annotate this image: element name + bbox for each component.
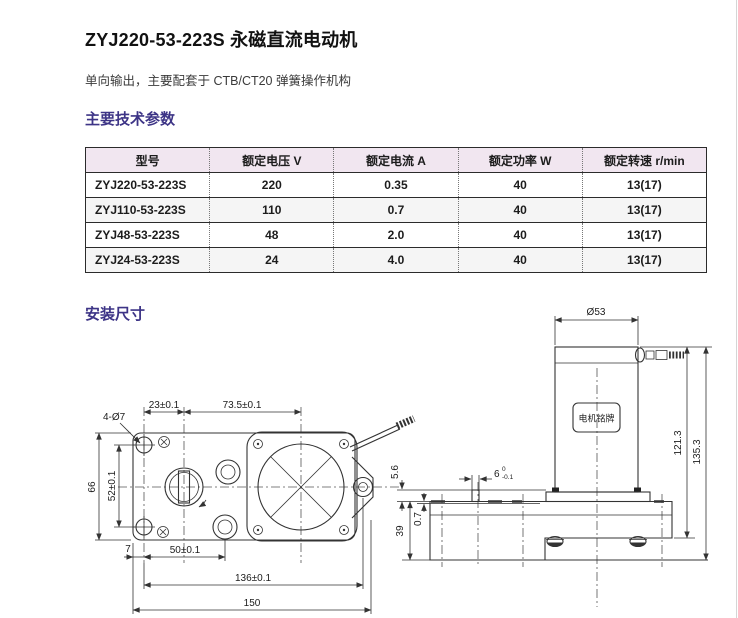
dim-label-d53: Ø53 bbox=[587, 307, 606, 318]
table-cell: 13(17) bbox=[581, 247, 707, 273]
header-cell-power: 额定功率 W bbox=[457, 147, 583, 173]
dim-label-6-tol-lower: -0.1 bbox=[502, 474, 514, 481]
header-cell-model: 型号 bbox=[85, 147, 210, 173]
installation-drawing: 23±0.1 73.5±0.1 4-Ø7 66 52±0.1 7 50±0.1 … bbox=[87, 307, 712, 614]
table-cell: 13(17) bbox=[581, 172, 707, 198]
table-cell: 4.0 bbox=[333, 247, 459, 273]
dim-label-52: 52±0.1 bbox=[107, 470, 118, 501]
dim-label-50: 50±0.1 bbox=[170, 545, 201, 556]
dim-label-0-7: 0.7 bbox=[413, 512, 424, 526]
table-cell: 0.7 bbox=[333, 197, 459, 223]
dim-label-150: 150 bbox=[244, 598, 261, 609]
table-cell: 40 bbox=[457, 247, 583, 273]
page-subtitle: 单向输出，主要配套于 CTB/CT20 弹簧操作机构 bbox=[85, 74, 351, 88]
mounting-stud bbox=[546, 535, 564, 548]
table-row: ZYJ24-53-223S 24 4.0 40 13(17) bbox=[85, 247, 707, 273]
table-cell-model: ZYJ48-53-223S bbox=[85, 222, 210, 248]
gearbox-base-outline bbox=[429, 500, 673, 561]
table-cell: 13(17) bbox=[581, 222, 707, 248]
nameplate-label: 电机铭牌 bbox=[578, 413, 614, 424]
table-cell: 2.0 bbox=[333, 222, 459, 248]
dim-label-5-6: 5.6 bbox=[390, 465, 401, 479]
table-cell: 13(17) bbox=[581, 197, 707, 223]
hole-callout-label: 4-Ø7 bbox=[103, 412, 126, 423]
nameplate-outline bbox=[572, 402, 621, 433]
dim-label-66: 66 bbox=[87, 481, 98, 493]
mounting-plate-outline bbox=[132, 432, 356, 541]
table-cell: 24 bbox=[209, 247, 334, 273]
table-row: ZYJ110-53-223S 110 0.7 40 13(17) bbox=[85, 197, 707, 223]
table-row: ZYJ220-53-223S 220 0.35 40 13(17) bbox=[85, 172, 707, 198]
table-cell: 48 bbox=[209, 222, 334, 248]
dim-label-136: 136±0.1 bbox=[235, 573, 272, 584]
dim-label-73-5: 73.5±0.1 bbox=[223, 400, 262, 411]
section-heading-tech-params: 主要技术参数 bbox=[85, 111, 176, 128]
top-view-drawing: 23±0.1 73.5±0.1 4-Ø7 66 52±0.1 7 50±0.1 … bbox=[87, 400, 416, 614]
table-row: ZYJ48-53-223S 48 2.0 40 13(17) bbox=[85, 222, 707, 248]
header-cell-speed: 额定转速 r/min bbox=[581, 147, 707, 173]
dim-label-39: 39 bbox=[395, 525, 406, 537]
dim-label-135-3: 135.3 bbox=[692, 439, 703, 464]
page-title: ZYJ220-53-223S 永磁直流电动机 bbox=[85, 30, 358, 50]
table-cell-model: ZYJ220-53-223S bbox=[85, 172, 210, 198]
side-view-drawing: 电机铭牌 Ø53 bbox=[390, 307, 712, 607]
dim-label-6: 6 bbox=[494, 469, 500, 480]
dim-label-7: 7 bbox=[125, 544, 131, 555]
header-cell-voltage: 额定电压 V bbox=[209, 147, 334, 173]
motor-face-outline bbox=[246, 431, 358, 542]
tech-params-table: 型号 额定电压 V 额定电流 A 额定功率 W 额定转速 r/min ZYJ22… bbox=[85, 147, 707, 273]
table-cell: 40 bbox=[457, 222, 583, 248]
table-cell-model: ZYJ24-53-223S bbox=[85, 247, 210, 273]
motor-cable bbox=[349, 415, 416, 452]
mounting-stud bbox=[629, 535, 647, 548]
table-cell: 0.35 bbox=[333, 172, 459, 198]
table-header-row: 型号 额定电压 V 额定电流 A 额定功率 W 额定转速 r/min bbox=[85, 147, 707, 173]
table-cell: 220 bbox=[209, 172, 334, 198]
dim-label-121-3: 121.3 bbox=[673, 430, 684, 455]
terminal-connector bbox=[634, 347, 684, 363]
dim-label-6-tol-upper: 0 bbox=[502, 466, 506, 473]
table-cell: 40 bbox=[457, 172, 583, 198]
header-cell-current: 额定电流 A bbox=[333, 147, 459, 173]
table-cell-model: ZYJ110-53-223S bbox=[85, 197, 210, 223]
table-cell: 110 bbox=[209, 197, 334, 223]
table-cell: 40 bbox=[457, 197, 583, 223]
shaft-hole bbox=[164, 467, 204, 507]
dim-label-23: 23±0.1 bbox=[149, 400, 180, 411]
page-right-border bbox=[736, 0, 737, 618]
section-heading-dimensions: 安装尺寸 bbox=[85, 306, 146, 323]
